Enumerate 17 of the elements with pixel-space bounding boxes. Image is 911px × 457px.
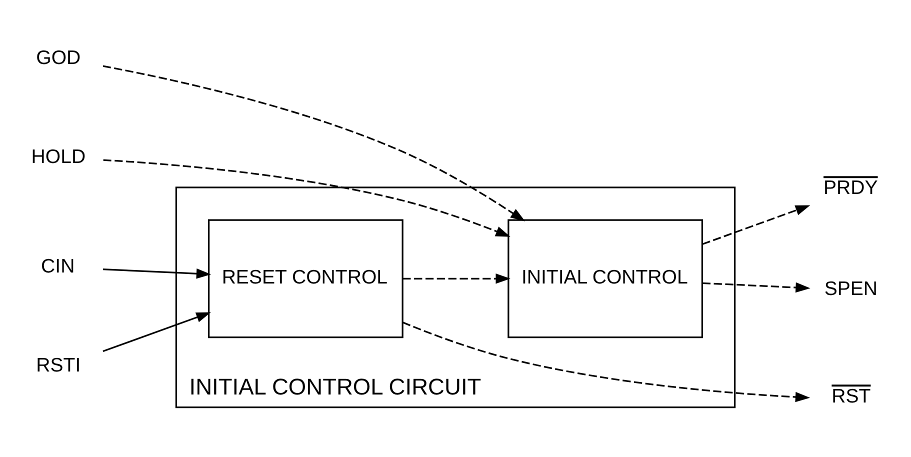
arrow: [103, 158, 510, 236]
node-box: INITIAL CONTROL: [508, 218, 704, 338]
arrow: [102, 268, 212, 278]
node-text: SPEN: [824, 278, 878, 300]
node-text: RSTI: [36, 354, 81, 376]
node-box: RESET CONTROL: [208, 218, 404, 338]
arrow: [702, 282, 810, 292]
arrow: [402, 321, 810, 402]
arrow: [402, 273, 510, 284]
node-text: HOLD: [31, 146, 86, 168]
node-text: GOD: [36, 46, 81, 68]
arrow: [102, 64, 526, 221]
node-text: CIN: [41, 254, 75, 277]
node-text: PRDY: [824, 176, 878, 199]
arrow: [702, 204, 810, 244]
arrow: [102, 312, 211, 352]
node-text: RST: [832, 385, 871, 408]
